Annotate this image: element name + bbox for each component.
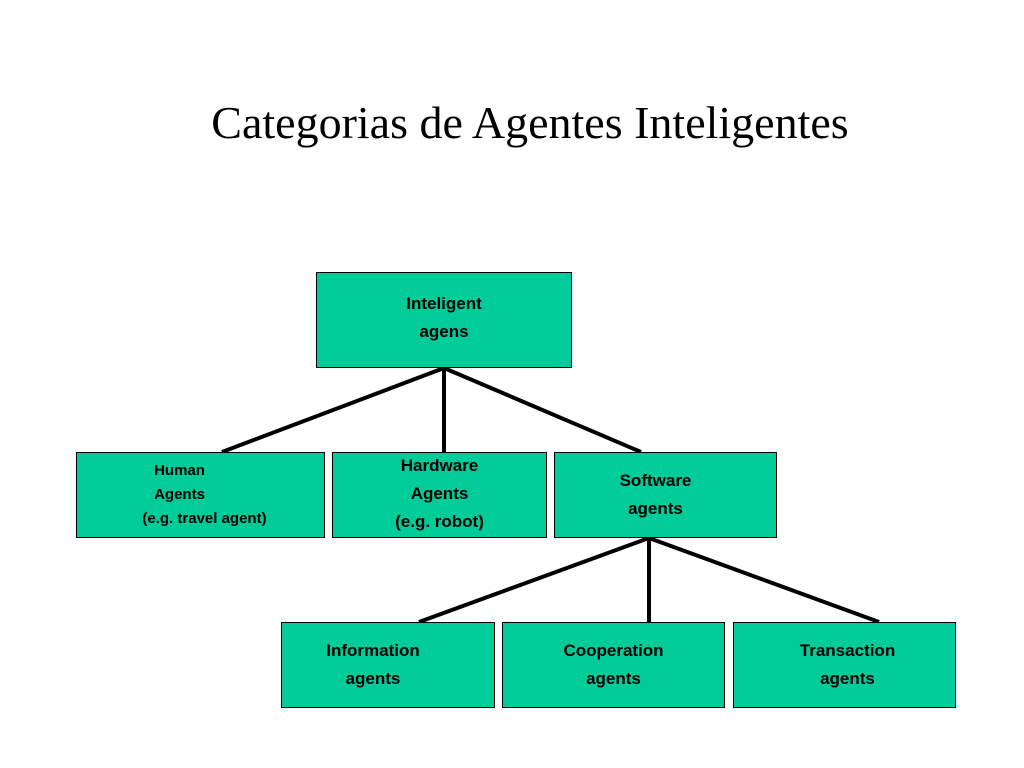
node-software-agents: Software agents [554,452,777,538]
node-hardware-agents-line2: Agents [410,484,469,503]
node-cooperation-agents-line2: agents [586,669,641,688]
node-transaction-agents-line2: agents [820,669,875,688]
node-human-agents-line2: Agents [154,486,205,503]
node-cooperation-agents: Cooperation agents [502,622,725,708]
edge-software-information [418,536,650,624]
node-hardware-agents-line1: Hardware [400,456,479,475]
node-intelligent-agents-line2: agens [419,322,469,341]
node-human-agents: Human Agents (e.g. travel agent) [76,452,325,538]
node-information-agents: Information agents [281,622,495,708]
node-hardware-agents: Hardware Agents (e.g. robot) [332,452,547,538]
node-intelligent-agents: Inteligent agens [316,272,572,368]
slide-title: Categorias de Agentes Inteligentes [211,97,849,148]
node-intelligent-agents-line1: Inteligent [406,294,482,313]
node-transaction-agents: Transaction agents [733,622,956,708]
node-human-agents-line3: (e.g. travel agent) [142,510,267,527]
node-hardware-agents-line3: (e.g. robot) [395,512,484,531]
node-information-agents-line1: Information [326,641,420,660]
node-software-agents-line2: agents [628,499,683,518]
node-software-agents-line1: Software [619,471,692,490]
node-cooperation-agents-line1: Cooperation [563,641,664,660]
edge-software-transaction [648,536,880,624]
edge-root-human [221,366,445,454]
node-information-agents-line2: agents [345,669,401,688]
edge-root-software [443,366,642,454]
node-human-agents-line1: Human [154,462,205,479]
node-transaction-agents-line1: Transaction [799,641,896,660]
